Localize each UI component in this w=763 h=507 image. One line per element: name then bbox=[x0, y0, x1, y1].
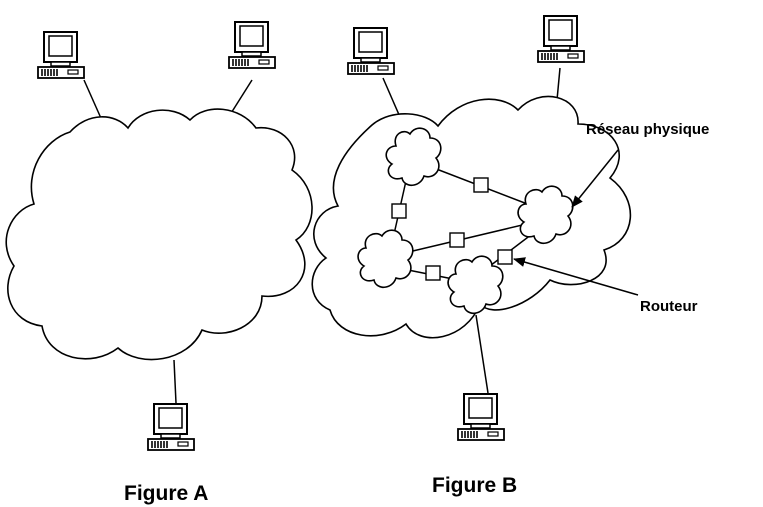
computer-b-bottom bbox=[457, 393, 505, 441]
computer-a-top-right bbox=[228, 21, 276, 69]
router-label: Routeur bbox=[640, 298, 698, 315]
physical-network-arrow bbox=[571, 149, 619, 208]
router-2 bbox=[391, 203, 407, 219]
computer-b-top-right bbox=[537, 15, 585, 63]
router-5 bbox=[497, 249, 513, 265]
computer-b-top-left bbox=[347, 27, 395, 75]
figure-b-caption: Figure B bbox=[432, 474, 517, 497]
computer-a-top-left bbox=[37, 31, 85, 79]
router-3 bbox=[449, 232, 465, 248]
physical-network-4 bbox=[447, 255, 504, 315]
figure-a: Figure A bbox=[5, 21, 313, 505]
network-cloud-a bbox=[5, 108, 313, 361]
computer-a-bottom bbox=[147, 403, 195, 451]
router-arrow bbox=[513, 257, 639, 296]
physical-network-2 bbox=[517, 185, 574, 245]
link-a-bottom bbox=[173, 359, 177, 404]
link-net3-net2 bbox=[395, 221, 536, 256]
router-4 bbox=[425, 265, 441, 281]
physical-network-1 bbox=[385, 127, 442, 187]
physical-network-3 bbox=[357, 229, 414, 289]
link-b-bottom bbox=[475, 314, 489, 394]
physical-network-label: Réseau physique bbox=[586, 121, 709, 138]
router-1 bbox=[473, 177, 489, 193]
figure-a-caption: Figure A bbox=[124, 482, 208, 505]
figure-b: Réseau physique Routeur Figure B bbox=[311, 15, 709, 497]
